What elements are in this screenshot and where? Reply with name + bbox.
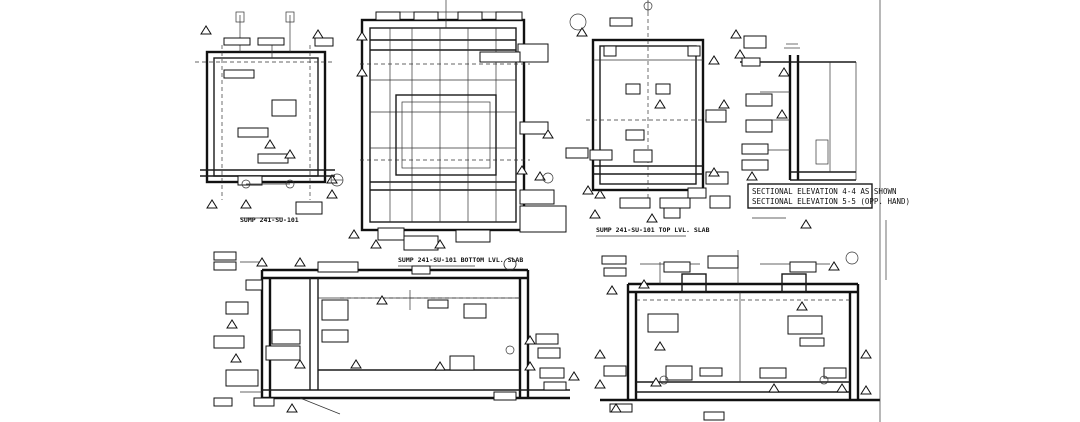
- section-elevation-top-right: [730, 29, 873, 229]
- section-title-line-2: SECTIONAL ELEVATION 5-5 (OPP. HAND): [752, 197, 910, 206]
- plan-b-title: SUMP 241-SU-101 BOTTOM LVL. SLAB: [398, 256, 523, 264]
- elevation-bottom-right: [594, 250, 880, 421]
- section-title-line-1: SECTIONAL ELEVATION 4-4 AS SHOWN: [752, 187, 897, 196]
- elevation-bottom-left: [213, 251, 580, 415]
- plan-c-top-slab: [565, 0, 731, 237]
- plan-a-title: SUMP 241-SU-101: [240, 216, 299, 224]
- plan-b-bottom-slab: [330, 0, 567, 271]
- plan-c-title: SUMP 241-SU-101 TOP LVL. SLAB: [596, 226, 710, 234]
- plan-a-sump: [195, 11, 338, 219]
